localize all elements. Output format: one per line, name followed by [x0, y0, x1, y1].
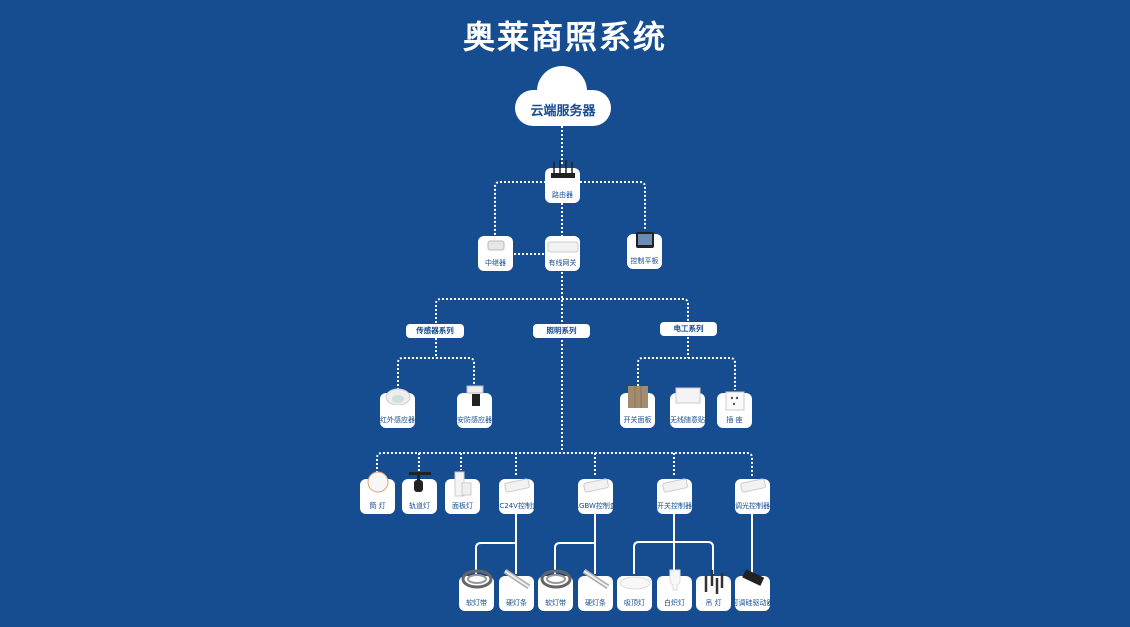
bulb-icon	[669, 569, 680, 591]
downlight-icon	[367, 471, 388, 493]
lighting-label: 筒 灯	[369, 502, 386, 510]
controller-box-icon	[503, 478, 530, 493]
gateway-icon	[547, 241, 578, 253]
node-downlight[interactable]: 筒 灯	[360, 471, 395, 514]
controller-box-icon	[739, 478, 766, 493]
triac-driver-icon	[741, 569, 764, 586]
node-infrared-sensor[interactable]: 红外感应器	[380, 388, 415, 428]
link-lighting-bus	[376, 452, 753, 477]
switch-panel-icon	[627, 386, 648, 408]
repeater-icon	[487, 240, 504, 251]
tablet-icon	[635, 232, 654, 248]
cloud-label: 云端服务器	[530, 104, 596, 119]
leaf-label: 软灯带	[466, 599, 487, 607]
tablet-label: 控制平板	[630, 257, 659, 265]
node-gateway[interactable]: 有线网关	[545, 236, 580, 271]
controller-box-icon	[661, 478, 688, 493]
leaf-label: 吊 灯	[705, 599, 722, 607]
lighting-label: RGBW控制盒	[574, 502, 617, 510]
node-repeater[interactable]: 中继器	[478, 236, 513, 271]
link-dc24v-leaves	[475, 513, 517, 574]
node-bulb[interactable]: 白炽灯	[657, 569, 692, 611]
electrical-label: 无线随意贴	[670, 416, 705, 424]
security-sensor-icon	[466, 385, 483, 406]
node-panel-light[interactable]: 面板灯	[445, 471, 480, 514]
category-sensor[interactable]: 传感器系列	[406, 324, 464, 338]
node-triac-driver[interactable]: 可调硅驱动器	[732, 569, 774, 611]
hard-strip-icon	[582, 568, 609, 590]
category-electrical[interactable]: 电工系列	[660, 322, 717, 336]
router-label: 路由器	[552, 191, 573, 199]
leaf-label: 软灯带	[545, 599, 566, 607]
track-light-icon	[408, 472, 431, 492]
lighting-label: 面板灯	[452, 502, 473, 510]
electrical-label: 开关面板	[623, 416, 652, 424]
socket-icon	[725, 391, 744, 411]
link-lighting-drops	[418, 453, 675, 477]
sensor-label: 红外感应器	[380, 416, 415, 424]
category-lighting[interactable]: 照明系列	[533, 324, 590, 338]
node-tablet[interactable]: 控制平板	[627, 232, 662, 269]
lighting-label: DC24V控制盒	[494, 502, 539, 510]
link-category-bus	[435, 298, 689, 323]
link-switch-leaves	[633, 513, 714, 574]
leaf-label: 吸顶灯	[624, 599, 645, 607]
link-router-repeater	[494, 181, 546, 236]
node-ceiling-light[interactable]: 吸顶灯	[617, 576, 652, 611]
node-socket[interactable]: 插 座	[717, 391, 752, 428]
lighting-label: 调光控制器	[735, 502, 770, 510]
node-security-sensor[interactable]: 安防感应器	[457, 385, 492, 428]
page-title: 奥莱商照系统	[462, 18, 667, 56]
node-soft-strip-2[interactable]: 软灯带	[538, 569, 573, 611]
link-sensor-branch	[397, 338, 475, 390]
link-electrical-branch	[637, 337, 736, 390]
wireless-sticker-icon	[675, 387, 700, 404]
node-switch-panel[interactable]: 开关面板	[620, 386, 655, 428]
link-router-tablet	[580, 181, 646, 230]
router-icon	[550, 160, 575, 178]
lighting-label: 轨道灯	[409, 502, 430, 510]
node-soft-strip-1[interactable]: 软灯带	[459, 569, 494, 611]
soft-strip-icon	[540, 569, 571, 589]
leaf-label: 白炽灯	[664, 599, 685, 607]
node-wireless-sticker[interactable]: 无线随意贴	[670, 387, 705, 428]
ceiling-light-icon	[619, 576, 650, 590]
hard-strip-icon	[503, 568, 530, 590]
cloud-server[interactable]: 云端服务器	[515, 66, 611, 126]
node-rgbw-box[interactable]: RGBW控制盒	[574, 478, 617, 514]
node-hard-strip-2[interactable]: 硬灯条	[578, 568, 613, 611]
electrical-label: 插 座	[726, 416, 743, 424]
panel-light-icon	[454, 471, 471, 497]
gateway-label: 有线网关	[548, 259, 577, 267]
node-dimmer-controller[interactable]: 调光控制器	[735, 478, 770, 514]
sensor-label: 安防感应器	[457, 416, 492, 424]
lighting-label: 开关控制器	[657, 502, 692, 510]
leaf-label: 硬灯条	[585, 599, 606, 607]
soft-strip-icon	[461, 569, 492, 589]
node-track-light[interactable]: 轨道灯	[402, 472, 437, 514]
node-dc24v-box[interactable]: DC24V控制盒	[494, 478, 539, 514]
leaf-label: 可调硅驱动器	[731, 599, 774, 607]
node-pendant-light[interactable]: 吊 灯	[696, 570, 731, 611]
infrared-sensor-icon	[385, 388, 410, 405]
leaf-label: 硬灯条	[506, 599, 527, 607]
node-hard-strip-1[interactable]: 硬灯条	[499, 568, 534, 611]
pendant-light-icon	[704, 570, 723, 594]
node-router[interactable]: 路由器	[545, 160, 580, 203]
repeater-label: 中继器	[485, 259, 506, 267]
controller-box-icon	[582, 478, 609, 493]
link-rgbw-leaves	[554, 513, 596, 574]
node-switch-controller[interactable]: 开关控制器	[657, 478, 692, 514]
